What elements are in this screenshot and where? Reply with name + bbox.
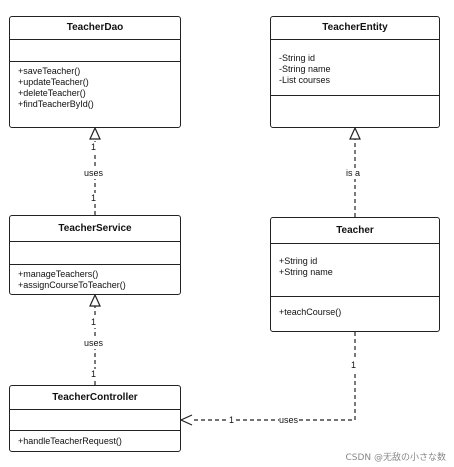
- methods-compartment: +teachCourse(): [271, 297, 439, 322]
- watermark: CSDN @无敌の小さな数: [345, 453, 446, 463]
- methods-compartment: +manageTeachers() +assignCourseToTeacher…: [10, 265, 180, 294]
- teacher-controller-arrowhead: [179, 414, 193, 426]
- attribute: -String id: [279, 53, 316, 63]
- multiplicity-label: 1: [91, 369, 97, 380]
- class-teacher-entity[interactable]: TeacherEntity -String id -String name -L…: [270, 16, 440, 128]
- attribute: +String name: [279, 267, 333, 277]
- class-teacher-service[interactable]: TeacherService +manageTeachers() +assign…: [9, 215, 181, 295]
- attributes-compartment: [10, 40, 180, 62]
- method: +manageTeachers(): [18, 269, 99, 279]
- class-teacher-dao[interactable]: TeacherDao +saveTeacher() +updateTeacher…: [9, 16, 181, 128]
- service-dao-arrowhead: [89, 126, 101, 140]
- relation-label: is a: [346, 168, 361, 179]
- multiplicity-label: 1: [91, 142, 97, 153]
- relation-label: uses: [279, 415, 299, 426]
- relation-label: uses: [84, 338, 104, 349]
- multiplicity-label: 1: [91, 193, 97, 204]
- class-teacher-controller[interactable]: TeacherController +handleTeacherRequest(…: [9, 385, 181, 452]
- attributes-compartment: [10, 410, 180, 431]
- method: +teachCourse(): [279, 307, 342, 317]
- method: +saveTeacher(): [18, 66, 81, 76]
- attributes-compartment: -String id -String name -List courses: [271, 40, 439, 96]
- teacher-controller-line: [192, 332, 356, 421]
- class-title: TeacherService: [10, 216, 180, 242]
- class-title: Teacher: [271, 218, 439, 244]
- method: +deleteTeacher(): [18, 88, 86, 98]
- class-title: TeacherEntity: [271, 17, 439, 40]
- multiplicity-label: 1: [91, 317, 97, 328]
- teacher-entity-arrowhead: [349, 126, 361, 140]
- methods-compartment: [271, 96, 439, 104]
- multiplicity-label: 1: [229, 415, 235, 426]
- relation-label: uses: [84, 168, 104, 179]
- method: +findTeacherById(): [18, 99, 94, 109]
- method: +updateTeacher(): [18, 77, 89, 87]
- class-teacher[interactable]: Teacher +String id +String name +teachCo…: [270, 217, 440, 332]
- attribute: -List courses: [279, 75, 331, 85]
- attribute: -String name: [279, 64, 331, 74]
- method: +handleTeacherRequest(): [18, 436, 122, 446]
- controller-service-arrowhead: [89, 293, 101, 307]
- method: +assignCourseToTeacher(): [18, 280, 126, 290]
- attribute: +String id: [279, 256, 318, 266]
- attributes-compartment: [10, 242, 180, 265]
- methods-compartment: +saveTeacher() +updateTeacher() +deleteT…: [10, 62, 180, 114]
- class-title: TeacherController: [10, 386, 180, 410]
- class-title: TeacherDao: [10, 17, 180, 40]
- multiplicity-label: 1: [351, 360, 357, 371]
- attributes-compartment: +String id +String name: [271, 244, 439, 297]
- methods-compartment: +handleTeacherRequest(): [10, 431, 180, 451]
